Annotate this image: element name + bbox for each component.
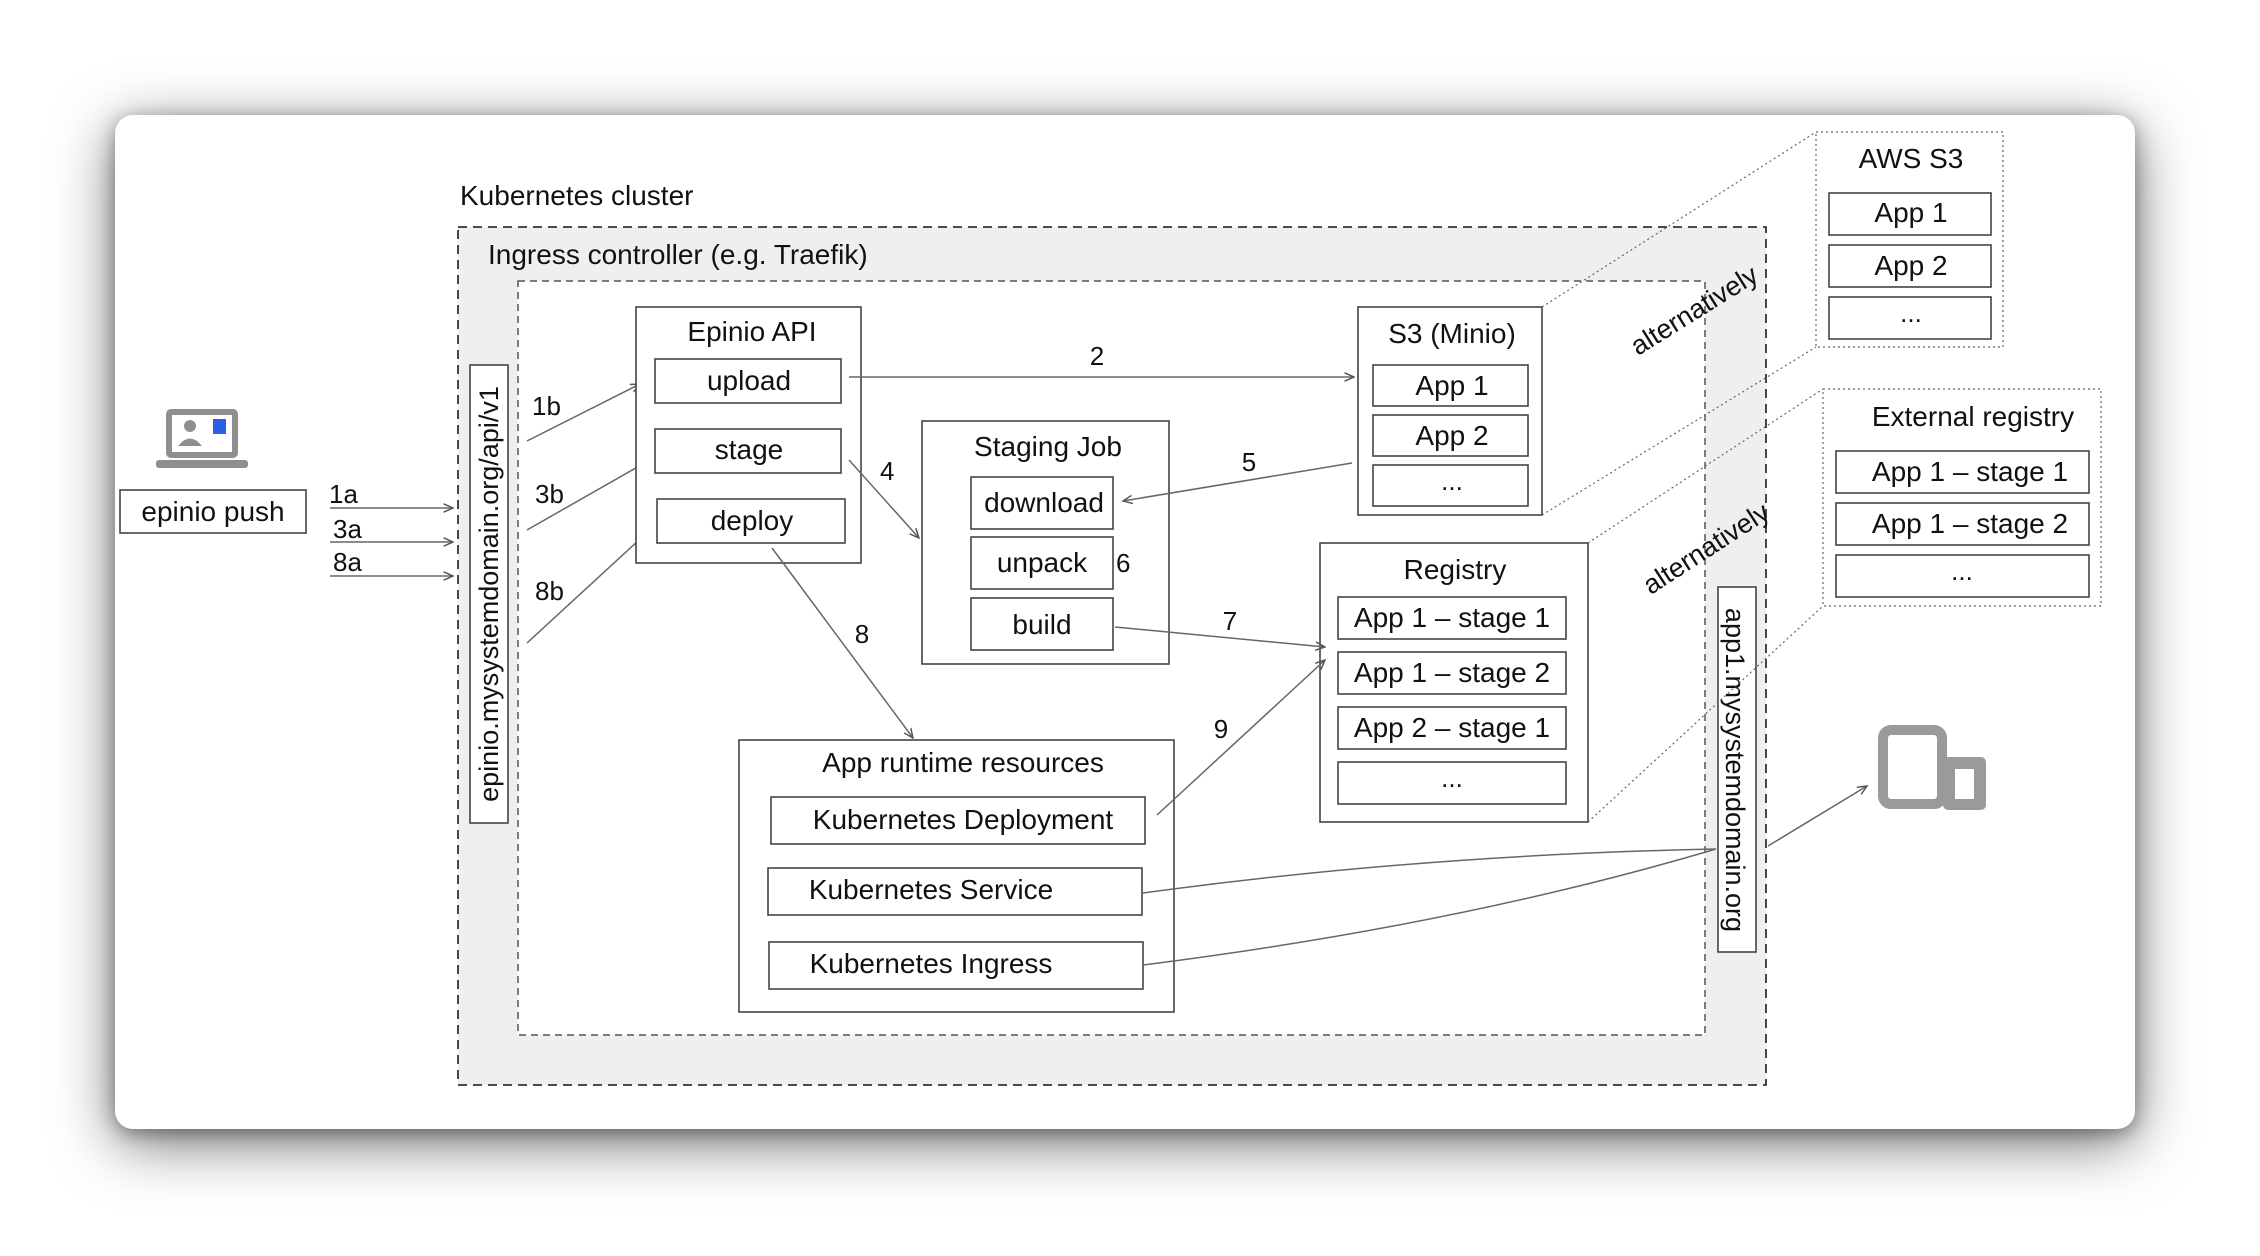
kubernetes-service-label: Kubernetes Service [809,874,1053,905]
arrow-4 [848,459,919,538]
download-box [970,476,1114,530]
stage-label: stage [715,434,784,465]
s3-minio-item [1372,414,1529,457]
upload-box [654,358,842,404]
devices-icon [1878,725,1986,810]
arrow-5 [1123,462,1353,501]
s3-minio-item [1372,464,1529,507]
aws-s3-item [1828,296,1992,340]
unpack-label: unpack [997,547,1088,578]
step-9-label: 9 [1214,714,1228,744]
deploy-label: deploy [711,505,794,536]
step-7-label: 7 [1223,606,1237,636]
s3-minio-item [1372,364,1529,407]
aws-s3-item [1828,192,1992,236]
build-label: build [1012,609,1071,640]
api-domain-label: epinio.mysystemdomain.org/api/v1 [474,386,504,802]
registry-item [1337,651,1567,695]
laptop-icon [156,409,248,468]
external-registry-item-label: App 1 – stage 1 [1872,456,2068,487]
aws-s3-item-label: ... [1900,298,1922,328]
step-6-label: 6 [1116,548,1130,578]
step-8-label: 8 [855,619,869,649]
arrow-1b [526,384,640,442]
epinio-push-box [119,489,307,534]
step-1b-label: 1b [532,391,561,421]
registry-item [1337,761,1567,805]
cluster-label: Kubernetes cluster [460,180,693,211]
registry-alt-connector [1587,605,1824,823]
step-1a-label: 1a [329,479,358,509]
build-box [970,597,1114,651]
download-label: download [984,487,1104,518]
aws-s3-item-label: App 2 [1874,250,1947,281]
epinio-api-title: Epinio API [687,316,816,347]
registry-item-label: App 1 – stage 2 [1354,657,1550,688]
runtime-resources-title: App runtime resources [822,747,1104,778]
aws-s3-title: AWS S3 [1859,143,1964,174]
step-8a-label: 8a [333,547,362,577]
api-domain-box [469,364,509,824]
step-4-label: 4 [880,456,894,486]
s3-minio-title: S3 (Minio) [1388,318,1516,349]
kubernetes-ingress-label: Kubernetes Ingress [810,948,1053,979]
external-registry-item-label: App 1 – stage 2 [1872,508,2068,539]
external-registry-item [1835,450,2090,494]
unpack-box [970,536,1114,590]
kubernetes-deployment-box [770,796,1146,845]
ingress-route-line [1142,848,1717,966]
step-3a-label: 3a [333,514,362,544]
step-3b-label: 3b [535,479,564,509]
stage-box [654,428,842,474]
arrow-8 [771,547,913,738]
arrow-to-devices [1767,786,1867,847]
registry-alt-connector [1587,388,1824,544]
kubernetes-service-box [767,867,1143,916]
aws-s3-region [1815,131,2004,348]
registry-item [1337,706,1567,750]
external-registry-item [1835,554,2090,598]
aws-s3-item-label: App 1 [1874,197,1947,228]
s3-alt-connector [1541,131,1817,308]
registry-item-label: ... [1441,763,1463,793]
s3-minio-item-label: App 2 [1415,420,1488,451]
step-2-label: 2 [1090,341,1104,371]
kubernetes-deployment-label: Kubernetes Deployment [813,804,1114,835]
arrow-3b [526,461,648,531]
external-registry-item-label: ... [1951,556,1973,586]
arrow-7 [1114,626,1325,647]
registry-item [1337,596,1567,640]
registry-item-label: App 1 – stage 1 [1354,602,1550,633]
step-5-label: 5 [1242,447,1256,477]
deploy-box [656,498,846,544]
ingress-label: Ingress controller (e.g. Traefik) [488,239,868,270]
kubernetes-ingress-box [768,941,1144,990]
arrow-8b [526,528,652,644]
service-route-line [1142,848,1717,894]
step-8b-label: 8b [535,576,564,606]
external-registry-item [1835,502,2090,546]
upload-label: upload [707,365,791,396]
arrow-9 [1156,660,1325,816]
s3-minio-item-label: App 1 [1415,370,1488,401]
epinio-push-command: epinio push [141,496,284,527]
s3-alt-connector [1541,346,1817,516]
registry-item-label: App 2 – stage 1 [1354,712,1550,743]
app-domain-box [1717,586,1757,953]
aws-s3-item [1828,244,1992,288]
staging-job-title: Staging Job [974,431,1122,462]
external-registry-region [1822,388,2102,607]
s3-minio-item-label: ... [1441,466,1463,496]
registry-title: Registry [1404,554,1507,585]
external-registry-title: External registry [1872,401,2074,432]
app-domain-label: app1.mysystemdomain.org [1720,608,1750,932]
